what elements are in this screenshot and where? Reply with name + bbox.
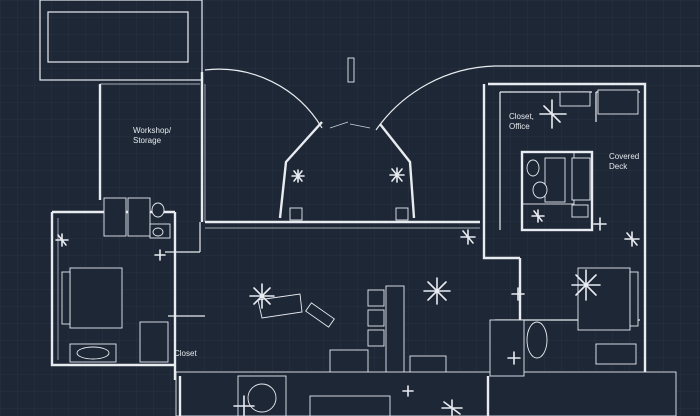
right-bedroom-bed <box>577 267 639 331</box>
lower-edge-elements <box>69 319 677 416</box>
entry-door-arcs <box>204 65 700 131</box>
workshop-walls <box>98 72 206 222</box>
top-left-structure <box>39 0 203 81</box>
closet-label: Closet <box>174 349 197 358</box>
closet-office-label: Closet, Office <box>509 112 534 131</box>
left-bath-fixtures <box>103 197 171 239</box>
workshop-storage-label: Workshop/ Storage <box>133 126 172 145</box>
left-bedroom-bed <box>61 267 123 329</box>
north-arrow-icon <box>347 57 355 83</box>
center-entry <box>278 121 416 221</box>
covered-deck-label: Covered Deck <box>609 152 640 171</box>
ceiling-fans <box>233 99 601 416</box>
right-bath-fixtures <box>526 89 639 218</box>
potted-plants <box>55 167 640 397</box>
